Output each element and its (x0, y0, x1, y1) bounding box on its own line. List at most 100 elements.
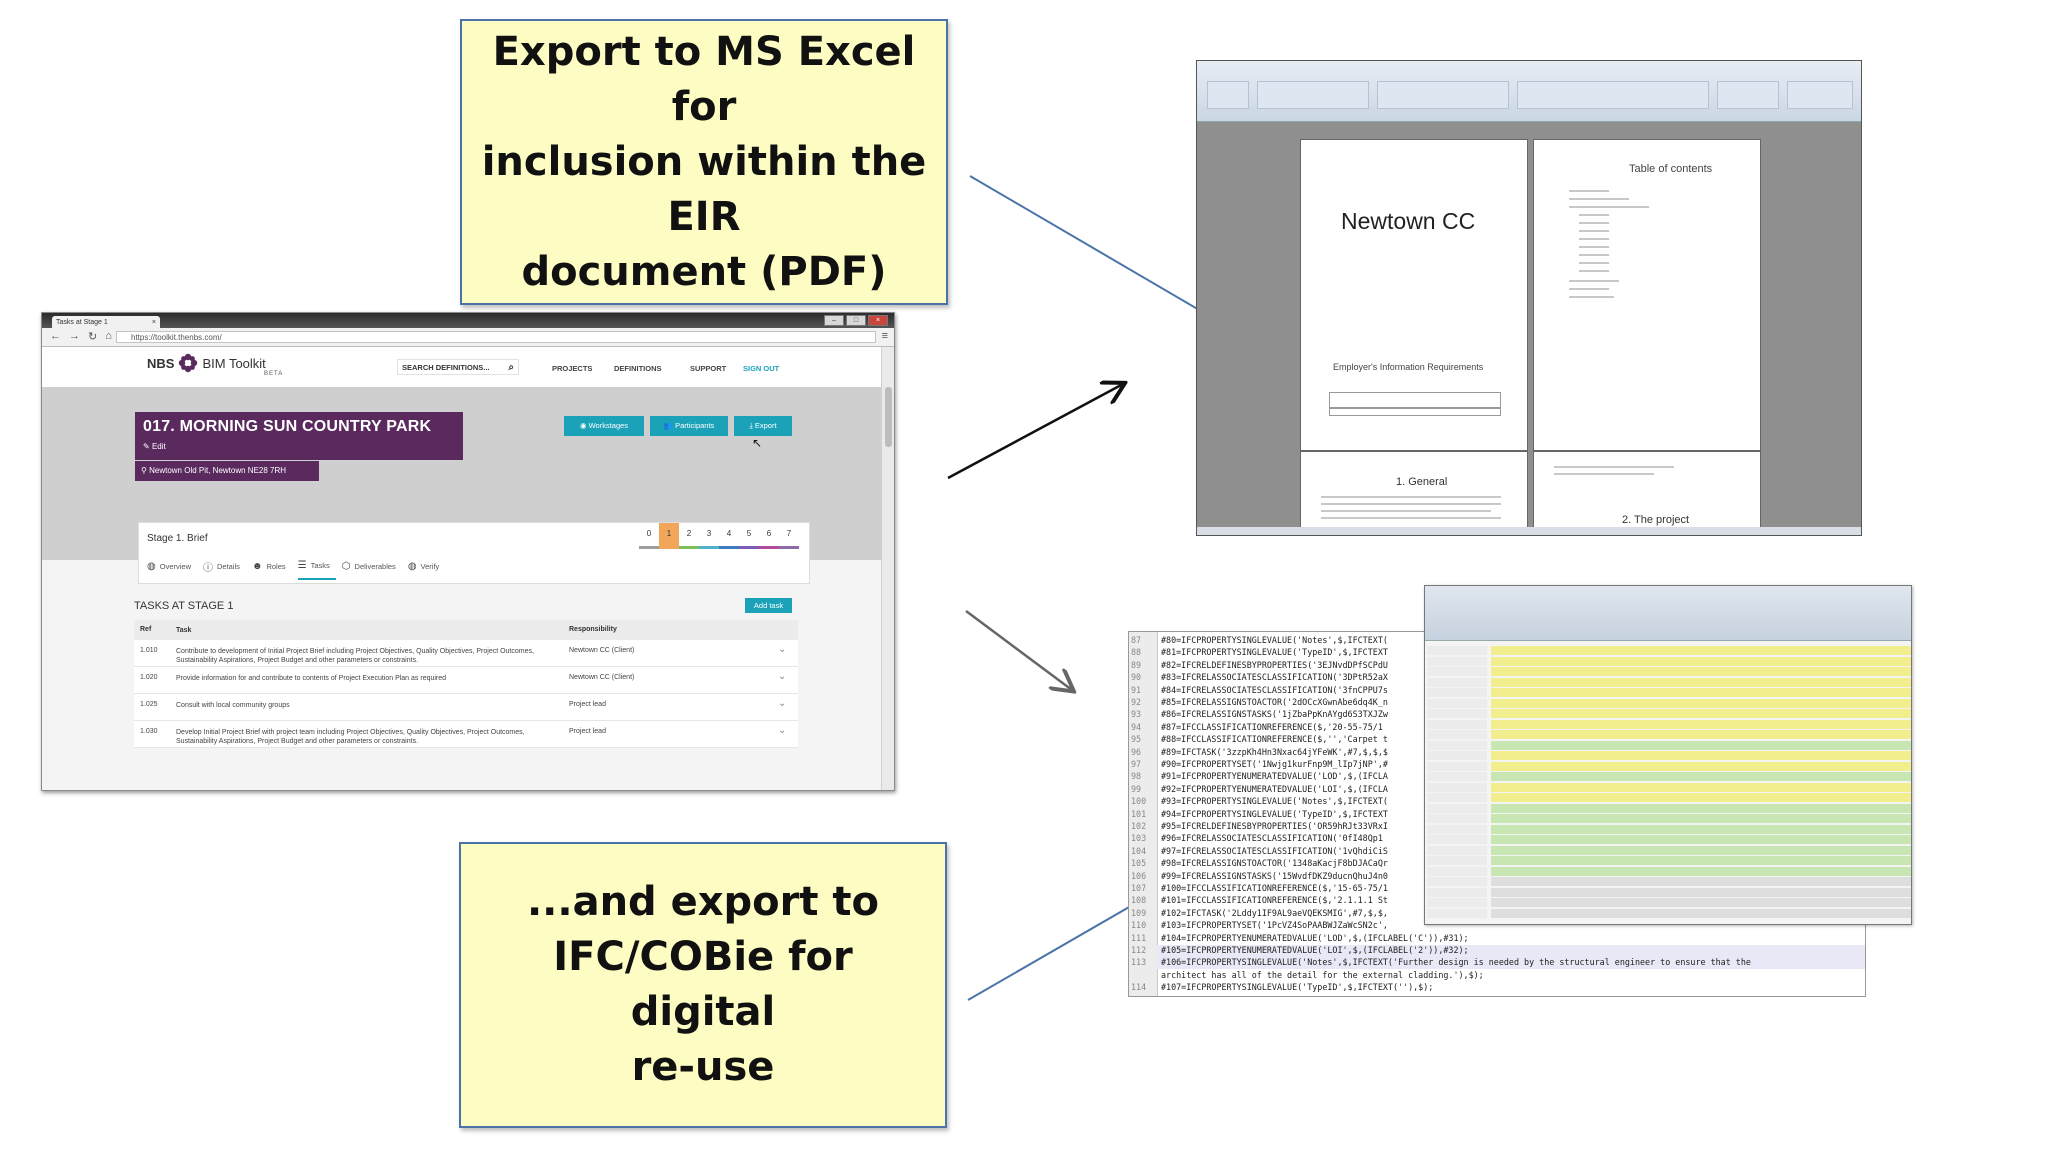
stage-number-3[interactable]: 3 (699, 523, 719, 549)
stage-number-2[interactable]: 2 (679, 523, 699, 549)
code-line-number: 113 (1131, 957, 1147, 968)
tab-overview[interactable]: ◍Overview (147, 559, 197, 580)
page-scrollbar[interactable] (881, 347, 894, 790)
home-icon[interactable]: ⌂ (105, 330, 112, 342)
code-line-number: 87 (1131, 635, 1142, 645)
spreadsheet-row-header (1427, 824, 1487, 834)
code-line-text: #89=IFCTASK('3zzpKh4Hn3Nxac64jYFeWK',#7,… (1161, 746, 1388, 757)
code-line-text: #99=IFCRELASSIGNSTASKS('15WvdfDKZ9ducnQh… (1161, 870, 1388, 881)
tab-deliverables-label: Deliverables (354, 562, 396, 571)
menu-icon[interactable]: ≡ (881, 330, 888, 342)
nav-definitions[interactable]: DEFINITIONS (614, 364, 662, 373)
stage-number-4[interactable]: 4 (719, 523, 739, 549)
code-line-text: #106=IFCPROPERTYSINGLEVALUE('Notes',$,IF… (1161, 957, 1751, 968)
spreadsheet-row-header (1427, 803, 1487, 813)
spreadsheet-row-header (1427, 887, 1487, 897)
export-button[interactable]: ⤓ Export (734, 416, 792, 436)
task-ref: 1.030 (140, 728, 158, 735)
task-ref: 1.010 (140, 647, 158, 654)
column-header-ref: Ref (140, 626, 152, 633)
stage-number-0[interactable]: 0 (639, 523, 659, 549)
code-line-text: #83=IFCRELASSOCIATESCLASSIFICATION('3DPt… (1161, 672, 1388, 683)
callout-export-excel: Export to MS Excel for inclusion within … (460, 19, 948, 305)
table-row[interactable]: 1.025 Consult with local community group… (134, 694, 798, 721)
table-row[interactable]: 1.010 Contribute to development of Initi… (134, 640, 798, 667)
code-line-number: 100 (1131, 796, 1147, 807)
task-description: Contribute to development of Initial Pro… (176, 648, 534, 664)
location-text: Newtown Old Pit, Newtown NE28 7RH (149, 466, 287, 475)
tab-verify-label: Verify (420, 562, 440, 571)
stage-number-1[interactable]: 1 (659, 523, 679, 549)
search-icon[interactable]: ⌕ (508, 362, 514, 373)
download-icon: ⤓ (749, 421, 753, 430)
spreadsheet-row-fill (1491, 656, 1911, 666)
chevron-down-icon[interactable]: ⌄ (778, 644, 787, 655)
tab-tasks[interactable]: ☰Tasks (297, 559, 336, 580)
spreadsheet-row-fill (1491, 677, 1911, 687)
site-header: NBS BIM Toolkit BETA SEARCH DEFINITIONS.… (42, 347, 882, 387)
back-icon[interactable]: ← (50, 330, 61, 342)
spreadsheet-screenshot (1424, 585, 1912, 925)
code-line-text: #84=IFCRELASSOCIATESCLASSIFICATION('3fnC… (1161, 684, 1388, 695)
tab-close-icon[interactable]: × (151, 319, 156, 326)
edit-link[interactable]: ✎ Edit (143, 442, 166, 451)
code-line-text: #101=IFCCLASSIFICATIONREFERENCE($,'2.1.1… (1161, 895, 1388, 906)
people-icon: 👥 (663, 421, 674, 430)
maximize-button[interactable]: □ (846, 315, 866, 326)
nav-support[interactable]: SUPPORT (690, 364, 727, 373)
mouse-cursor-icon: ↖ (752, 436, 763, 450)
spreadsheet-row-fill (1491, 667, 1911, 676)
stage-name: Stage 1. Brief (147, 533, 208, 544)
close-button[interactable]: × (868, 315, 888, 326)
reload-icon[interactable]: ↻ (88, 331, 98, 343)
tab-deliverables[interactable]: ⬡Deliverables (342, 559, 402, 580)
spreadsheet-row-fill (1491, 824, 1911, 834)
scrollbar-thumb[interactable] (885, 387, 892, 447)
code-line-number: 101 (1131, 808, 1147, 819)
table-row[interactable]: 1.020 Provide information for and contri… (134, 667, 798, 694)
tab-roles[interactable]: ☻Roles (252, 559, 292, 580)
code-line-number: 110 (1131, 920, 1147, 931)
workstages-button[interactable]: ◉ Workstages (564, 416, 644, 436)
code-line-text: #95=IFCRELDEFINESBYPROPERTIES('OR59hRJt3… (1161, 821, 1388, 831)
add-user-icon: ☻ (251, 561, 263, 572)
participants-button[interactable]: 👥 Participants (650, 416, 728, 436)
nav-projects[interactable]: PROJECTS (552, 364, 593, 373)
minimize-button[interactable]: – (824, 315, 844, 326)
site-logo[interactable]: NBS BIM Toolkit (147, 353, 266, 373)
task-responsibility: Newtown CC (Client) (569, 674, 635, 681)
stage-number-6[interactable]: 6 (759, 523, 779, 549)
chevron-down-icon[interactable]: ⌄ (778, 698, 787, 709)
chevron-down-icon[interactable]: ⌄ (778, 671, 787, 682)
add-task-button[interactable]: Add task (745, 598, 792, 613)
code-line-number: 105 (1131, 858, 1147, 869)
spreadsheet-row-header (1427, 835, 1487, 844)
url-input[interactable]: https://toolkit.thenbs.com/ (116, 331, 876, 343)
browser-tab[interactable]: Tasks at Stage 1 × (52, 316, 160, 329)
callout-bottom-line-1: ...and export to (526, 879, 880, 925)
callout-bottom-line-3: re-use (631, 1044, 775, 1090)
code-line-text: #96=IFCRELASSOCIATESCLASSIFICATION('0fI4… (1161, 833, 1383, 844)
browser-titlebar: Tasks at Stage 1 × – □ × (42, 313, 894, 329)
chevron-down-icon[interactable]: ⌄ (778, 725, 787, 736)
spreadsheet-row-header (1427, 667, 1487, 676)
table-row[interactable]: 1.030 Develop Initial Project Brief with… (134, 721, 798, 748)
forward-icon[interactable]: → (69, 330, 80, 342)
code-line-text: #80=IFCPROPERTYSINGLEVALUE('Notes',$,IFC… (1161, 635, 1388, 645)
nav-sign-out[interactable]: SIGN OUT (743, 364, 780, 373)
spreadsheet-row-header (1427, 656, 1487, 666)
stage-number-7[interactable]: 7 (779, 523, 799, 549)
code-line-number: 89 (1131, 659, 1142, 670)
stage-number-5[interactable]: 5 (739, 523, 759, 549)
location-pin-icon: ⚲ (141, 466, 147, 475)
spreadsheet-row-header (1427, 845, 1487, 855)
code-line-text: #102=IFCTASK('2Lddy1IF9AL9aeVQEKSMIG',#7… (1161, 907, 1388, 918)
info-icon: ⓘ (203, 563, 213, 574)
project-title: 017. MORNING SUN COUNTRY PARK (143, 418, 432, 435)
search-input[interactable]: SEARCH DEFINITIONS... ⌕ (397, 359, 519, 375)
spreadsheet-row-fill (1491, 803, 1911, 813)
tab-verify[interactable]: ◍Verify (408, 559, 446, 580)
code-line-number: 92 (1131, 697, 1142, 707)
